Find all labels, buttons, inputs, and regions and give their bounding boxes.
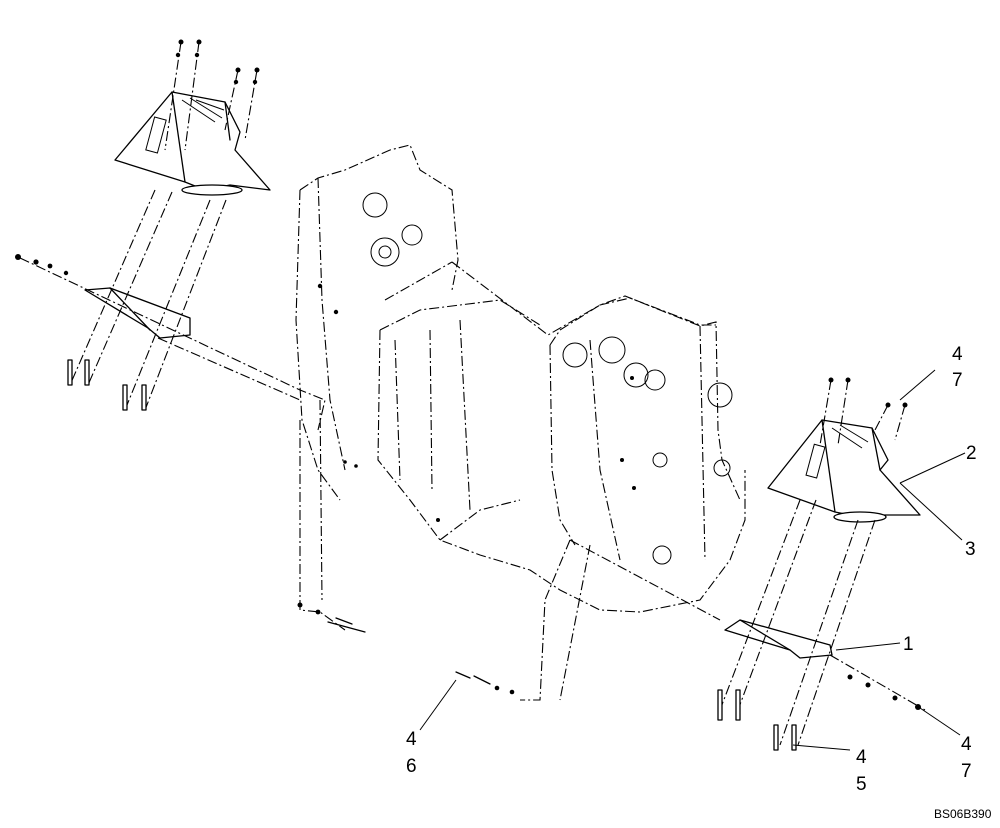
callout-3: 3 — [965, 539, 976, 560]
callout-4-bottom-left: 4 — [406, 729, 417, 750]
bolt-lines — [69, 41, 906, 746]
drawing-code: BS06B390 — [934, 807, 992, 821]
fasteners — [15, 39, 921, 751]
bracket-right — [569, 539, 926, 711]
callout-6-bottom-left: 6 — [406, 756, 417, 777]
callout-7-top: 7 — [952, 370, 963, 391]
loader-frame — [295, 144, 746, 701]
guard-right — [767, 419, 921, 523]
callout-4-bottom-right: 4 — [961, 734, 972, 755]
callout-4-top: 4 — [952, 344, 963, 365]
callout-4-bottom-mid: 4 — [856, 747, 867, 768]
bracket-left — [19, 257, 326, 431]
callout-7-bottom-right: 7 — [961, 761, 972, 782]
guard-upper-left — [114, 91, 271, 196]
callout-leaders — [419, 369, 966, 751]
callout-1: 1 — [903, 634, 914, 655]
callout-5-bottom-mid: 5 — [856, 774, 867, 795]
callout-2: 2 — [966, 443, 977, 464]
